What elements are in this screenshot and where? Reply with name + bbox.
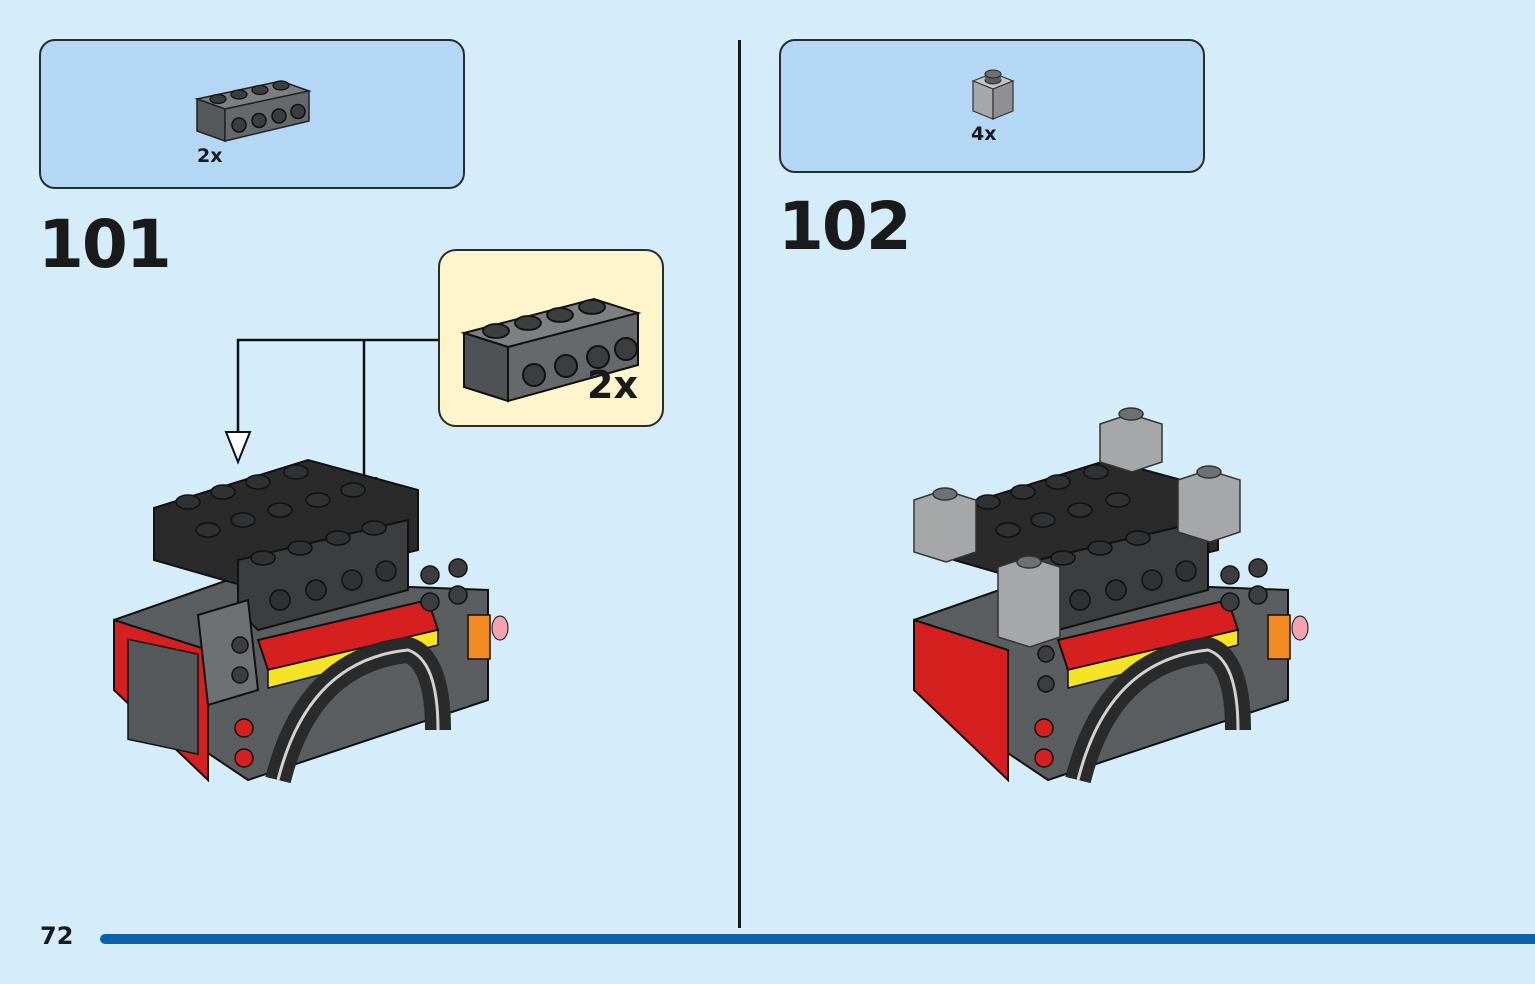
step-number-101: 101	[38, 206, 172, 283]
callout-quantity: 2x	[587, 363, 638, 407]
step-number-102: 102	[778, 188, 912, 265]
brick-1x4-with-side-studs-icon	[460, 297, 642, 403]
sub-assembly-callout: 2x	[438, 249, 664, 427]
brick-1x1-icon	[971, 69, 1015, 120]
part-quantity: 2x	[197, 145, 223, 167]
model-step-101	[113, 458, 509, 784]
progress-bar	[100, 934, 1535, 944]
step-divider	[738, 40, 741, 928]
brick-1x4-with-side-studs-icon	[194, 80, 312, 143]
part-quantity: 4x	[971, 123, 997, 145]
page-number: 72	[40, 922, 74, 950]
parts-list-step-102: 4x	[779, 39, 1205, 173]
model-step-102	[913, 407, 1309, 784]
parts-list-step-101: 2x	[39, 39, 465, 189]
